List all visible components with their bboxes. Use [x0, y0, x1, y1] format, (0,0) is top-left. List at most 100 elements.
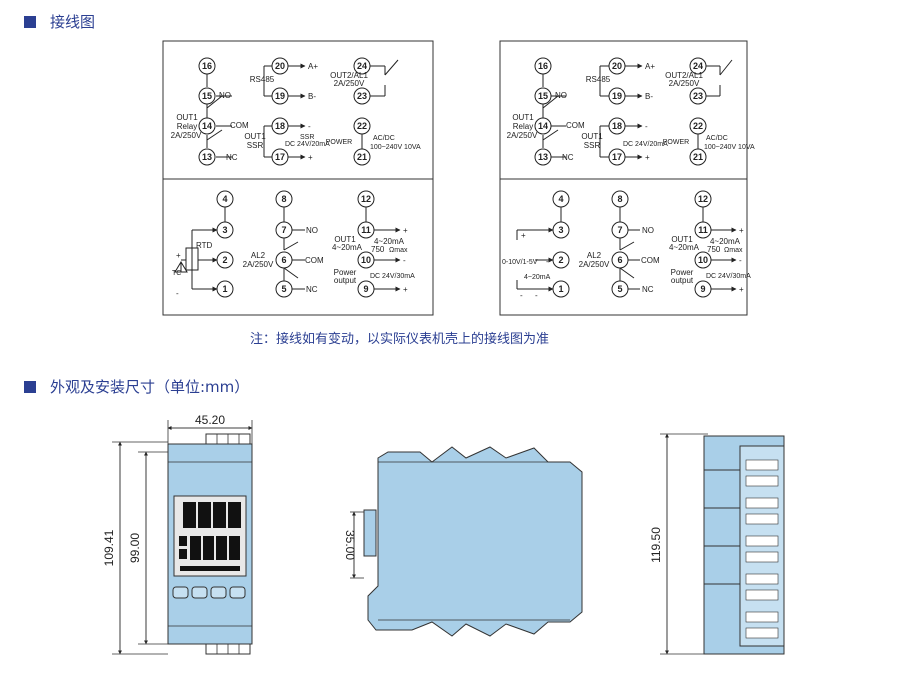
label-b-minus: B- [308, 92, 316, 101]
label-load: 750 [707, 245, 721, 254]
label-power: POWER [663, 139, 689, 146]
terminal-7-label: 7 [281, 225, 286, 235]
terminal-11-label: 11 [361, 225, 371, 235]
front-button-1[interactable] [172, 586, 189, 599]
label-a-plus: A+ [308, 62, 318, 71]
label-load-unit: Ωmax [724, 247, 743, 254]
side-body [367, 446, 583, 637]
label-pwr-plus: + [739, 285, 744, 294]
label-tc-minus: - [176, 289, 179, 298]
front-view: 45.20 109.41 99.00 [102, 413, 253, 655]
terminal-22 [689, 117, 707, 135]
label-out1-plus: + [403, 226, 408, 235]
label-relay-rating: 2A/250V [507, 131, 538, 140]
terminal-15 [198, 87, 216, 105]
terminal-12 [694, 190, 712, 208]
label-no-al2: NO [306, 226, 318, 235]
label-rs485: RS485 [250, 75, 275, 84]
terminal-19 [608, 87, 626, 105]
terminal-23 [689, 87, 707, 105]
label-b-minus: B- [645, 92, 653, 101]
front-button-4[interactable] [229, 586, 246, 599]
label-al2: AL2 [251, 251, 266, 260]
label-out1-ssr: OUT1 [581, 132, 603, 141]
label-voltage-input: 0-10V/1-5V [502, 259, 538, 266]
front-button-3[interactable] [210, 586, 227, 599]
label-com: COM [230, 121, 249, 130]
terminal-19 [271, 87, 289, 105]
wiring-title-text: 接线图 [50, 13, 96, 31]
label-load-unit: Ωmax [389, 247, 408, 254]
label-minus: - [645, 122, 648, 131]
terminal-24 [353, 57, 371, 75]
terminal-11-label: 11 [698, 225, 708, 235]
terminal-7 [275, 221, 293, 239]
terminal-1 [552, 280, 570, 298]
terminal-8 [275, 190, 293, 208]
terminal-20-label: 20 [612, 61, 622, 71]
front-button-2[interactable] [191, 586, 208, 599]
wiring-diagram-right: 16 15 14 13 NO COM NC OUT1 Relay 2A/250V… [499, 40, 755, 316]
label-out1-range: 4~20mA [669, 243, 700, 252]
terminal-18 [271, 117, 289, 135]
terminal-5-label: 5 [281, 284, 286, 294]
label-out1: OUT1 [176, 113, 198, 122]
terminal-4-label: 4 [222, 194, 227, 204]
label-ac-dc: AC/DC [706, 135, 728, 142]
label-power-rating: 100~240V 10VA [370, 144, 421, 151]
label-nc: NC [226, 153, 238, 162]
terminal-12-label: 12 [361, 194, 371, 204]
label-power-output-2: output [334, 276, 357, 285]
terminal-21-label: 21 [357, 152, 367, 162]
label-out1: OUT1 [512, 113, 534, 122]
label-relay: Relay [513, 122, 533, 131]
dim-rail: 35.00 [343, 530, 357, 560]
label-ssr: SSR [247, 141, 264, 150]
terminal-5-label: 5 [617, 284, 622, 294]
terminal-13 [198, 148, 216, 166]
label-relay: Relay [177, 122, 197, 131]
label-al2: AL2 [587, 251, 602, 260]
wiring-note: 注：接线如有变动，以实际仪表机壳上的接线图为准 [250, 332, 550, 347]
label-al2-rating: 2A/250V [579, 260, 610, 269]
terminal-6-label: 6 [617, 255, 622, 265]
terminal-10 [694, 251, 712, 269]
terminal-8 [611, 190, 629, 208]
dim-outer-height: 109.41 [102, 529, 116, 566]
label-out1-plus: + [739, 226, 744, 235]
terminal-13-label: 13 [202, 152, 212, 162]
label-out2-rating: 2A/250V [334, 79, 365, 88]
indicator [179, 536, 187, 546]
terminal-4 [216, 190, 234, 208]
terminal-3 [552, 221, 570, 239]
label-power: POWER [326, 139, 352, 146]
label-com-al2: COM [305, 256, 324, 265]
terminal-10-label: 10 [361, 255, 371, 265]
digit [216, 536, 227, 560]
terminal-15 [534, 87, 552, 105]
dim-width: 45.20 [195, 413, 225, 427]
terminal-14-label: 14 [202, 121, 212, 131]
label-tc: TC [172, 270, 181, 277]
terminal-13-label: 13 [538, 152, 548, 162]
label-nc-al2: NC [306, 285, 318, 294]
terminal-22-label: 22 [693, 121, 703, 131]
terminal-19-label: 19 [275, 91, 285, 101]
label-rtd: RTD [196, 241, 213, 250]
label-out1-minus: - [403, 256, 406, 265]
section-bullet [24, 380, 36, 393]
label-no: NO [219, 91, 231, 100]
label-com: COM [566, 121, 585, 130]
terminal-6 [275, 251, 293, 269]
terminal-14 [198, 117, 216, 135]
wiring-section-title: 接线图 [24, 11, 95, 32]
label-out2-rating: 2A/250V [669, 79, 700, 88]
dimension-title-text: 外观及安装尺寸（单位:mm） [50, 378, 250, 396]
terminal-6 [611, 251, 629, 269]
indicator [179, 549, 187, 559]
terminal-16-label: 16 [538, 61, 548, 71]
label-rs485: RS485 [586, 75, 611, 84]
terminal-23-label: 23 [693, 91, 703, 101]
terminal-23-label: 23 [357, 91, 367, 101]
